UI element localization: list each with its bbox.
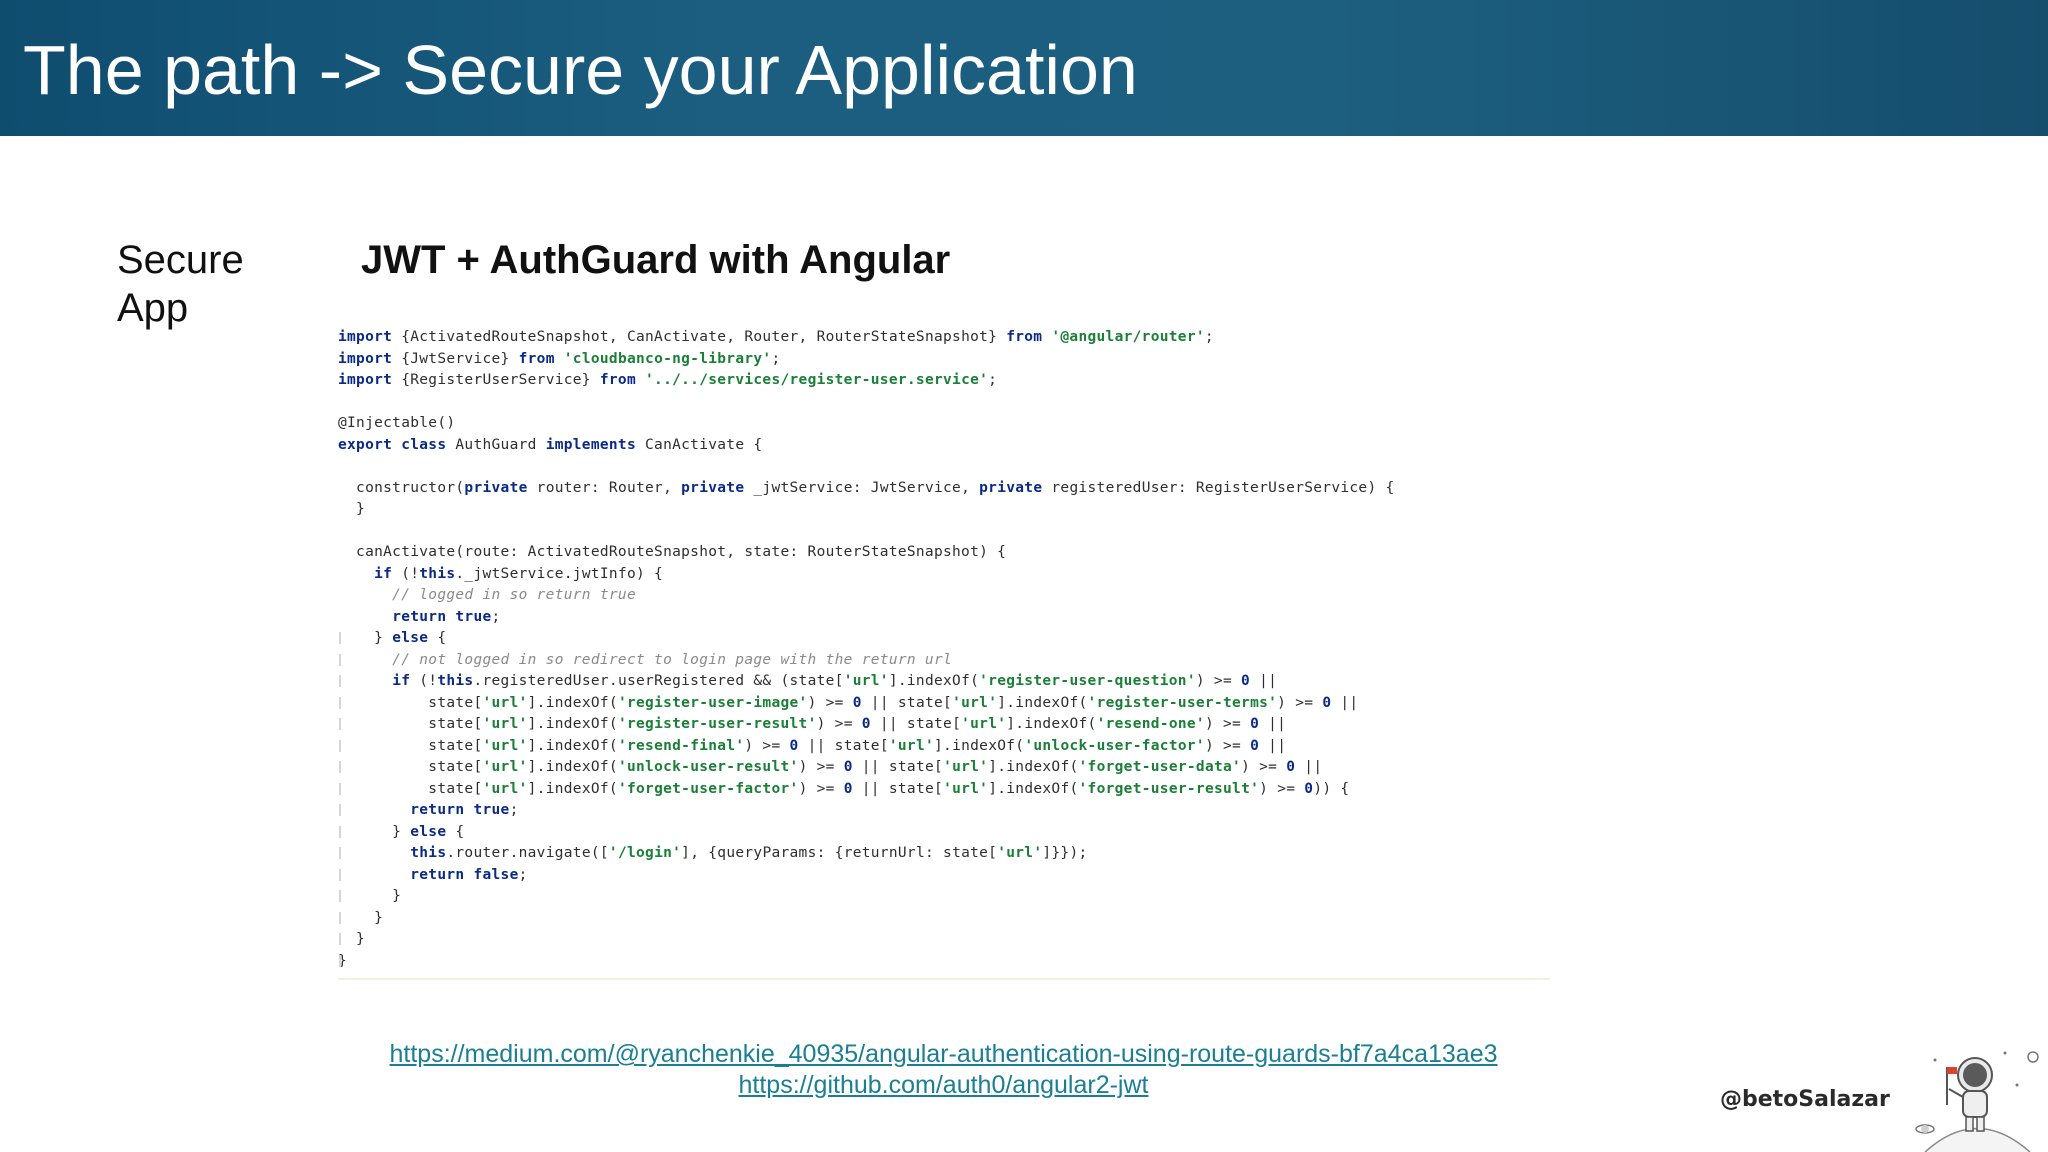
code-line: import {JwtService} from 'cloudbanco-ng-… [338,350,781,367]
slide-title: The path -> Secure your Application [23,31,1138,109]
github-repo-link[interactable]: https://github.com/auth0/angular2-jwt [738,1071,1149,1099]
header-bar: The path -> Secure your Application [0,0,2048,136]
code-line: import {ActivatedRouteSnapshot, CanActiv… [338,329,1214,345]
code-line: } [338,909,384,926]
slide-subtitle: JWT + AuthGuard with Angular [361,238,951,282]
gutter-marker [339,825,341,838]
code-line: constructor(private router: Router, priv… [338,479,1395,496]
gutter-marker [339,933,341,945]
code-line: // logged in so return true [338,587,636,603]
gutter-marker [339,675,341,687]
section-label-line2: App [117,286,189,330]
code-line: if (!this._jwtService.jwtInfo) { [374,565,664,582]
code-screenshot: import {ActivatedRouteSnapshot, CanActiv… [338,326,1550,980]
code-line: canActivate(route: ActivatedRouteSnapsho… [338,544,1007,560]
code-line: } else { [338,630,447,646]
gutter-marker [339,911,341,924]
code-line: state['url'].indexOf('resend-final') >= … [338,737,1287,754]
gutter-marker [339,632,341,644]
gutter-marker [339,653,341,666]
gutter-marker [339,954,341,967]
gutter-marker [339,890,341,902]
code-line: state['url'].indexOf('register-user-imag… [338,694,1359,711]
code-line: } else { [338,823,465,840]
code-line: } [338,501,366,517]
gutter-marker [339,868,341,881]
code-line: state['url'].indexOf('unlock-user-result… [338,759,1323,775]
code-line: if (!this.registeredUser.userRegistered … [392,673,1278,689]
section-label: Secure App [117,236,244,332]
code-line: this.router.navigate(['/login'], {queryP… [410,845,1088,861]
code-line: } [338,931,366,947]
code-line: } [338,888,402,904]
astronaut-on-moon-icon [1915,1051,2039,1152]
gutter-marker [339,718,341,730]
code-line: @Injectable() [338,415,456,431]
code-line: state['url'].indexOf('register-user-resu… [338,716,1287,732]
gutter-marker [339,696,341,709]
code-line: // not logged in so redirect to login pa… [338,651,953,668]
code-line: export class AuthGuard implements CanAct… [338,436,763,453]
gutter-marker [339,739,341,752]
code-line: } [338,952,348,969]
code-line: return true; [392,608,501,625]
gutter-marker [339,847,341,859]
author-handle: @betoSalazar [1720,1087,1890,1112]
gutter-marker [339,761,341,773]
section-label-line1: Secure [117,238,244,282]
medium-article-link[interactable]: https://medium.com/@ryanchenkie_40935/an… [389,1040,1498,1068]
reference-links: https://medium.com/@ryanchenkie_40935/an… [0,1039,1887,1101]
gutter-marker [339,782,341,795]
code-line: return true; [410,802,519,818]
code-line: return false; [410,866,528,883]
code-line: state['url'].indexOf('forget-user-factor… [338,780,1350,797]
gutter-marker [339,804,341,816]
code-line: import {RegisterUserService} from '../..… [338,372,998,388]
